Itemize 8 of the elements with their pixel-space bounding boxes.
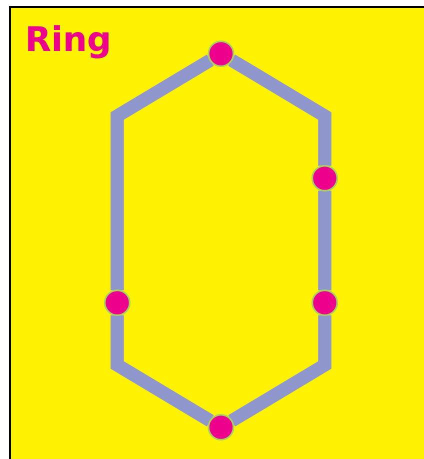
connector (110, 54, 214, 290)
node-circle (311, 289, 338, 316)
node-circle (208, 40, 234, 68)
node-circle (208, 414, 234, 441)
node-circle (104, 289, 131, 316)
connector (318, 190, 332, 290)
node-circle (311, 164, 338, 192)
title: Ring (25, 20, 112, 60)
